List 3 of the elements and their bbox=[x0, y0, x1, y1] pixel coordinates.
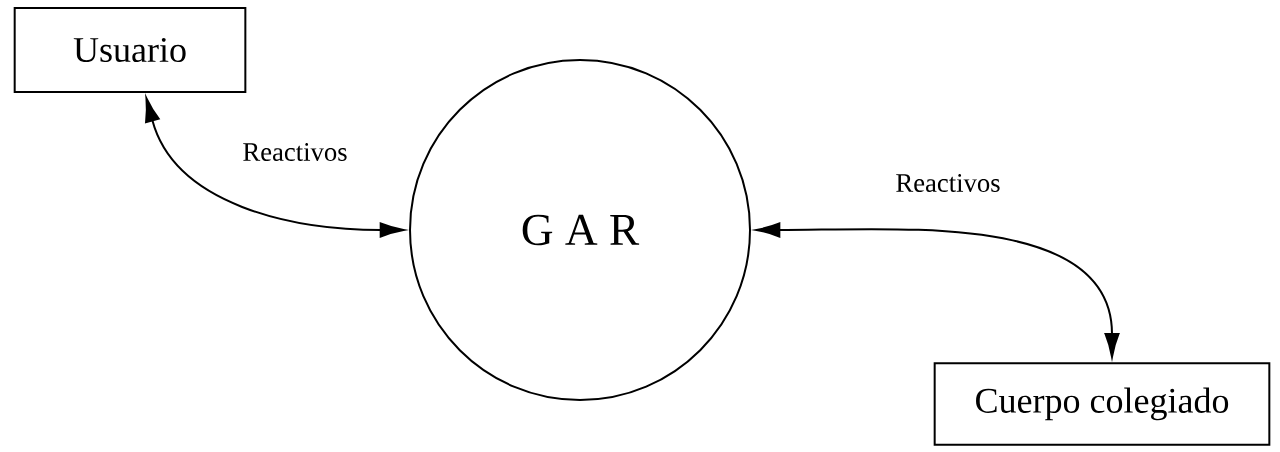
edge-label: Reactivos bbox=[896, 174, 1000, 192]
entity-box: Cuerpo colegiado bbox=[933, 362, 1271, 446]
entity-box: Usuario bbox=[13, 7, 247, 93]
